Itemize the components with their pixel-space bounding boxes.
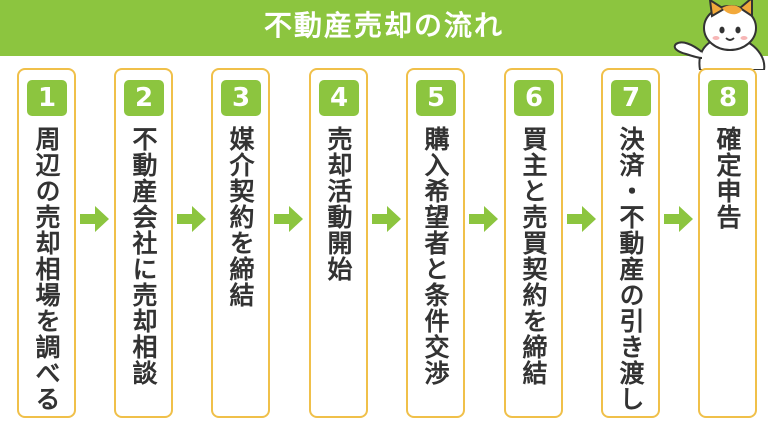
title-banner: 不動産売却の流れ xyxy=(0,0,768,56)
step-card: 7 決済・不動産の引き渡し xyxy=(601,68,660,418)
step-label: 購入希望者と条件交渉 xyxy=(421,126,450,386)
step-label: 売却活動開始 xyxy=(324,126,353,282)
step-card: 2 不動産会社に売却相談 xyxy=(114,68,173,418)
step-label: 媒介契約を締結 xyxy=(226,126,255,308)
arrow-right-icon xyxy=(567,206,596,232)
step-number: 2 xyxy=(124,80,164,116)
arrow-right-icon xyxy=(372,206,401,232)
step-card: 1 周辺の売却相場を調べる xyxy=(17,68,76,418)
arrow-right-icon xyxy=(80,206,109,232)
flow-steps: 1 周辺の売却相場を調べる 2 不動産会社に売却相談 3 媒介契約を締結 4 売… xyxy=(0,68,768,428)
step-label: 買主と売買契約を締結 xyxy=(519,126,548,386)
arrow-right-icon xyxy=(274,206,303,232)
cat-mascot-icon xyxy=(673,0,766,70)
arrow-right-icon xyxy=(664,206,693,232)
step-label: 周辺の売却相場を調べる xyxy=(32,126,61,412)
step-card: 4 売却活動開始 xyxy=(309,68,368,418)
step-card: 8 確定申告 xyxy=(698,68,757,418)
step-card: 6 買主と売買契約を締結 xyxy=(504,68,563,418)
arrow-right-icon xyxy=(177,206,206,232)
step-number: 8 xyxy=(708,80,748,116)
step-number: 5 xyxy=(416,80,456,116)
arrow-right-icon xyxy=(469,206,498,232)
step-label: 決済・不動産の引き渡し xyxy=(616,126,645,412)
step-label: 確定申告 xyxy=(713,126,742,230)
step-number: 3 xyxy=(221,80,261,116)
step-number: 7 xyxy=(611,80,651,116)
page-title: 不動産売却の流れ xyxy=(263,9,504,42)
step-number: 1 xyxy=(27,80,67,116)
step-number: 4 xyxy=(319,80,359,116)
step-card: 3 媒介契約を締結 xyxy=(211,68,270,418)
step-label: 不動産会社に売却相談 xyxy=(129,126,158,386)
step-number: 6 xyxy=(514,80,554,116)
step-card: 5 購入希望者と条件交渉 xyxy=(406,68,465,418)
